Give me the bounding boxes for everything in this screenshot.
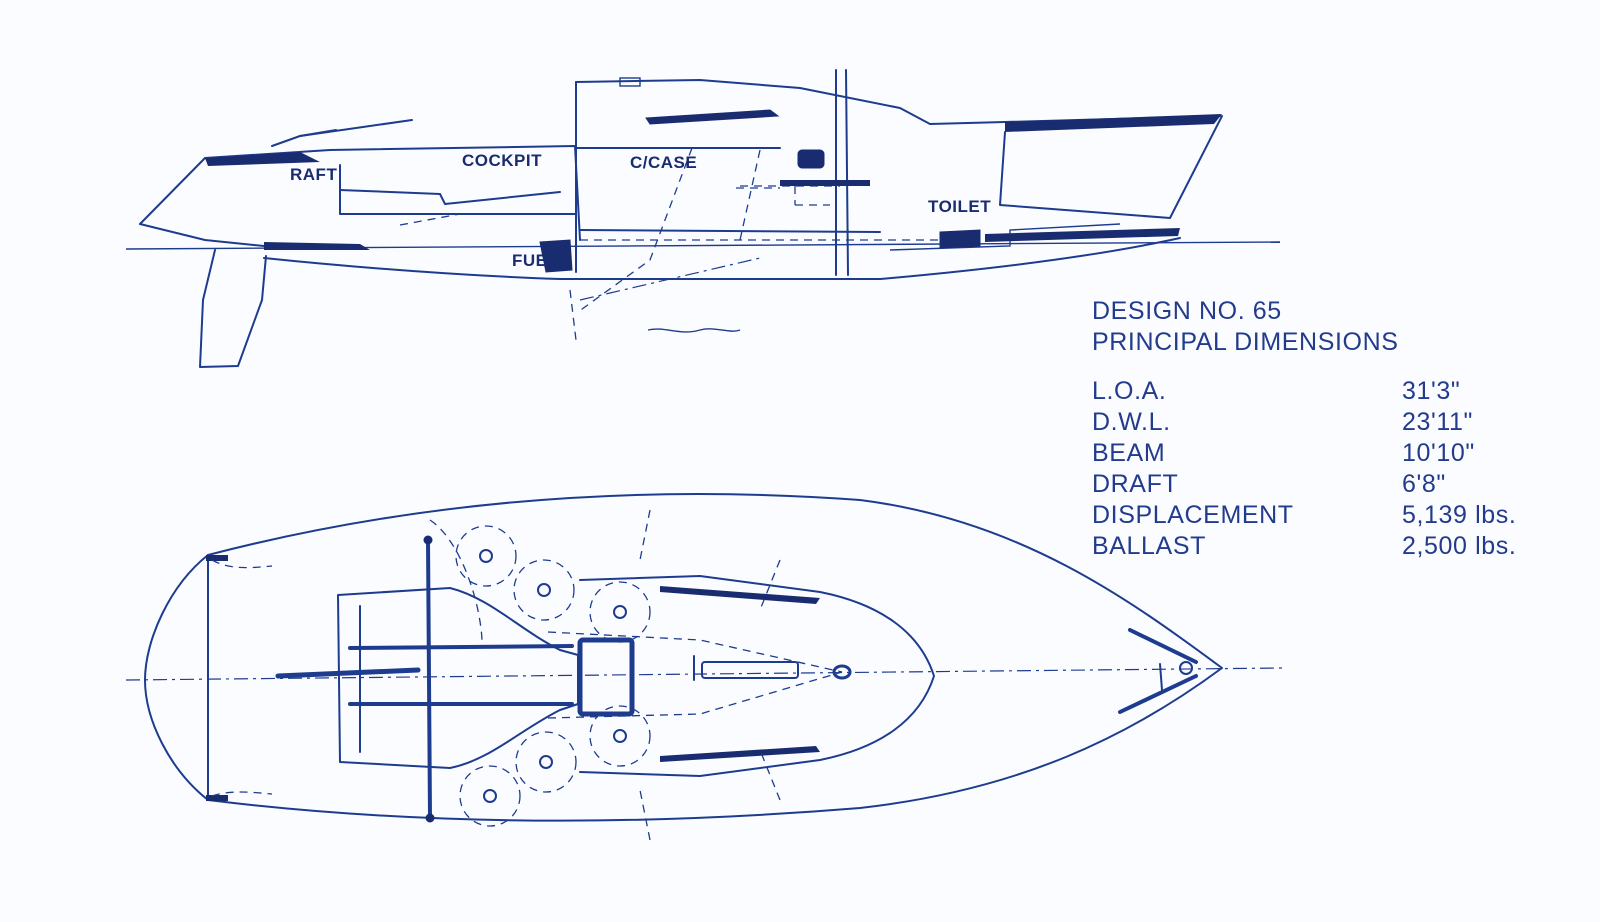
track-port — [348, 644, 574, 650]
winch-3 — [613, 605, 627, 619]
design-number: DESIGN NO. 65 — [1092, 297, 1282, 325]
fuel-label: FUEL — [512, 251, 558, 270]
deck-outline — [144, 493, 1223, 822]
spec-row-ballast: BALLAST 2,500 lbs. — [1092, 531, 1562, 562]
pulpit-rail — [299, 129, 337, 137]
tiller — [275, 667, 421, 679]
saloon-berth — [780, 180, 870, 186]
table-hidden — [794, 186, 830, 206]
port-light — [797, 149, 825, 169]
cockpit-hidden — [399, 213, 461, 226]
rudder — [199, 249, 267, 368]
mast-step — [832, 664, 852, 680]
centerline — [125, 667, 1283, 681]
winch-4 — [613, 729, 627, 743]
cockpit-well — [339, 164, 576, 215]
chainplate-lines — [759, 559, 781, 801]
winch-sweep-1 — [455, 525, 517, 587]
winch-sweep-3 — [589, 581, 651, 643]
transom-fitting-top — [206, 555, 228, 561]
plan-view — [125, 493, 1283, 841]
spec-row-loa: L.O.A. 31'3" — [1092, 376, 1562, 407]
spec-label: BALLAST — [1092, 532, 1206, 560]
stern-rail-bottom — [211, 791, 273, 797]
spec-row-dwl: D.W.L. 23'11" — [1092, 407, 1562, 438]
bow-pulpit-starboard — [1118, 674, 1198, 714]
cabin-top — [575, 79, 931, 125]
mast-line-b — [845, 69, 849, 276]
traveller-end-top — [423, 535, 433, 545]
traveller-track — [426, 538, 432, 820]
winch-5 — [539, 755, 553, 769]
toilet-fixture — [939, 229, 981, 249]
winch-1 — [479, 549, 493, 563]
stern-pulpit — [271, 119, 413, 147]
board-pivot — [579, 257, 761, 301]
boot-stripe-aft — [264, 242, 370, 250]
boom-sweep — [429, 519, 483, 641]
winch-sweep-6 — [459, 765, 521, 827]
spec-row-displacement: DISPLACEMENT 5,139 lbs. — [1092, 500, 1562, 531]
spec-spacer — [1092, 358, 1562, 376]
winch-sweep-5 — [515, 731, 577, 793]
spec-value: 23'11" — [1402, 408, 1474, 436]
forward-hatch — [701, 661, 799, 679]
cabin-window — [645, 109, 780, 125]
spec-label: BEAM — [1092, 439, 1166, 467]
spec-value: 31'3" — [1402, 377, 1461, 405]
spec-value: 5,139 lbs. — [1402, 501, 1517, 529]
keel-hidden-aft — [577, 147, 693, 313]
spec-row-beam: BEAM 10'10" — [1092, 438, 1562, 469]
spec-table: DESIGN NO. 65 PRINCIPAL DIMENSIONS L.O.A… — [1092, 296, 1562, 562]
bow-pulpit-port — [1128, 628, 1198, 664]
transom-base — [139, 223, 265, 247]
bow-cap-band — [1005, 114, 1222, 132]
winch-sweep-2 — [513, 559, 575, 621]
fuel-tank — [539, 239, 573, 273]
spec-label: DISPLACEMENT — [1092, 501, 1294, 529]
lifeline-stanchions — [639, 509, 651, 841]
hull-bottom — [263, 237, 1181, 280]
handrail-starboard — [660, 746, 820, 762]
anchor-roller — [1159, 663, 1163, 691]
toilet-label: TOILET — [928, 197, 991, 216]
transom-fitting-bottom — [206, 795, 228, 801]
keel-break-line — [647, 328, 741, 333]
handrail-port — [660, 586, 820, 604]
boot-stripe-fwd — [985, 228, 1180, 242]
winch-sweep-4 — [589, 705, 651, 767]
centercase-label: C/CASE — [630, 153, 697, 172]
winch-2 — [537, 583, 551, 597]
bow-profile — [999, 115, 1223, 219]
spec-label: DRAFT — [1092, 470, 1179, 498]
board-hidden — [739, 149, 761, 241]
spec-label: D.W.L. — [1092, 408, 1171, 436]
winch-6 — [483, 789, 497, 803]
spec-value: 10'10" — [1402, 439, 1475, 467]
stemhead-fitting — [1179, 661, 1193, 675]
spec-row-draft: DRAFT 6'8" — [1092, 469, 1562, 500]
raft-label: RAFT — [290, 165, 337, 184]
cockpit-seat — [339, 189, 561, 205]
companionway — [577, 637, 635, 717]
cockpit-label: COCKPIT — [462, 151, 542, 170]
profile-view: RAFT COCKPIT C/CASE TOILET FUEL — [125, 69, 1281, 368]
hatch-handle — [619, 77, 641, 87]
stern-cap-band — [205, 152, 320, 166]
board-tip — [569, 289, 577, 341]
cabin-sole — [579, 229, 881, 233]
spec-value: 6'8" — [1402, 470, 1446, 498]
stern-rail-top — [211, 559, 273, 569]
dimensions-heading: PRINCIPAL DIMENSIONS — [1092, 328, 1399, 356]
spec-value: 2,500 lbs. — [1402, 532, 1517, 560]
traveller-end-bottom — [425, 813, 435, 823]
spec-label: L.O.A. — [1092, 377, 1167, 405]
cabin-top-outline — [579, 575, 935, 777]
